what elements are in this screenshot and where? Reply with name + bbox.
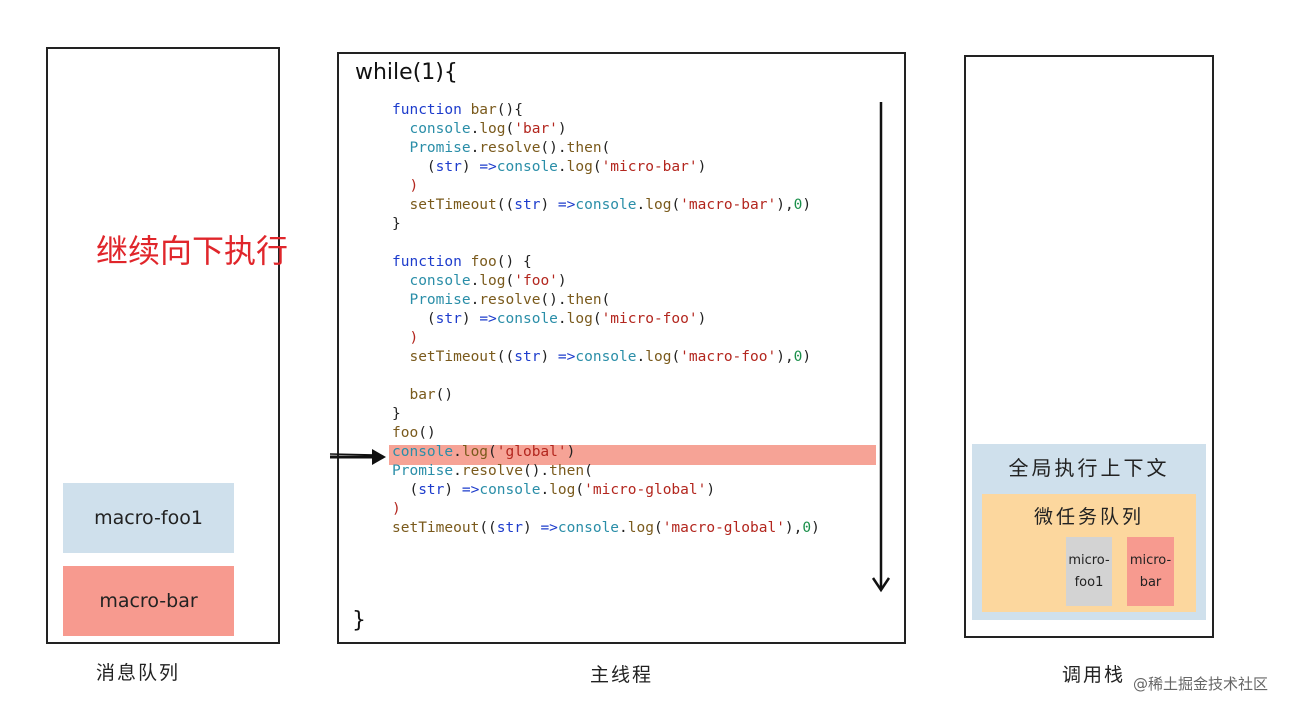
code-line: [392, 234, 820, 253]
code-line: function bar(){: [392, 102, 523, 118]
code-line: (str) =>console.log('micro-global'): [409, 482, 716, 498]
code-line: ): [409, 330, 419, 346]
code-line: }: [392, 406, 401, 422]
main-thread-caption: 主线程: [590, 664, 654, 686]
macro-task-foo1: macro-foo1: [63, 483, 234, 553]
code-line: console.log('foo'): [409, 273, 567, 289]
message-queue-caption: 消息队列: [96, 662, 181, 684]
microtask-queue-title: 微任务队列: [1033, 506, 1144, 528]
code-line: }: [392, 216, 401, 232]
code-line: ): [409, 178, 419, 194]
current-line-highlight: [389, 445, 876, 465]
watermark: @稀土掘金技术社区: [1133, 675, 1269, 693]
code-line: [392, 367, 820, 386]
message-queue-panel: [46, 47, 280, 644]
continue-note: 继续向下执行: [96, 232, 289, 270]
microtask-foo1: micro-foo1: [1066, 537, 1112, 606]
code-line: Promise.resolve().then(: [392, 463, 593, 479]
code-line: (str) =>console.log('micro-bar'): [426, 159, 707, 175]
code-line: function foo() {: [392, 254, 532, 270]
code-line: bar(): [409, 387, 454, 403]
code-line: Promise.resolve().then(: [409, 140, 611, 156]
code-line: console.log('global'): [392, 444, 576, 460]
code-line: foo(): [392, 425, 436, 441]
global-context-title: 全局执行上下文: [1008, 456, 1170, 480]
call-stack-caption: 调用栈: [1062, 664, 1126, 686]
main-thread-panel: [337, 52, 906, 644]
microtask-bar: micro-bar: [1127, 537, 1174, 606]
code-line: setTimeout((str) =>console.log('macro-fo…: [409, 349, 812, 365]
code-line: (str) =>console.log('micro-foo'): [426, 311, 707, 327]
macro-task-bar: macro-bar: [63, 566, 234, 636]
current-line-pointer-icon: [329, 449, 386, 465]
code-line: setTimeout((str) =>console.log('macro-ba…: [409, 197, 812, 213]
code-line: console.log('bar'): [409, 121, 567, 137]
loop-close: }: [352, 608, 366, 633]
execution-flow-arrow-icon: [871, 102, 891, 593]
code-block: function bar(){ console.log('bar') Promi…: [392, 101, 820, 538]
code-line: ): [392, 501, 401, 517]
loop-head: while(1){: [355, 60, 458, 85]
code-line: setTimeout((str) =>console.log('macro-gl…: [392, 520, 820, 536]
code-line: Promise.resolve().then(: [409, 292, 611, 308]
